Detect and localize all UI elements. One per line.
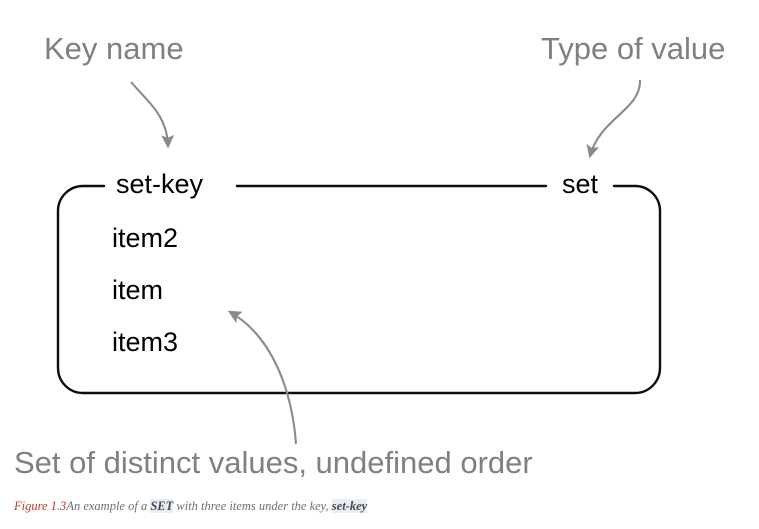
figure-caption-number: Figure 1.3: [14, 499, 67, 513]
list-item: item3: [112, 327, 179, 357]
annotation-label-set-description: Set of distinct values, undefined order: [14, 445, 533, 480]
list-item: item: [112, 275, 164, 305]
figure-caption-code-set: SET: [150, 499, 174, 513]
list-item: item2: [112, 223, 179, 253]
box-outline-path: [56, 184, 662, 395]
curved-arrow-down-icon-type-of-value: [586, 79, 642, 159]
set-container-box: [56, 184, 662, 395]
figure-caption-text-part2: with three items under the key,: [173, 499, 332, 513]
set-type-label: set: [556, 171, 605, 198]
figure-caption-text-part1: An example of a: [66, 499, 151, 513]
curved-arrow-up-left-icon-set-description: [227, 310, 298, 445]
figure-caption-code-set-key: set-key: [331, 499, 368, 513]
set-items-list: item2 item item3: [112, 225, 178, 356]
annotation-label-type-of-value: Type of value: [541, 31, 726, 66]
figure-caption: Figure 1.3An example of a SET with three…: [14, 499, 368, 515]
annotation-label-key-name: Key name: [44, 31, 184, 66]
set-key-name-label: set-key: [110, 171, 210, 198]
curved-arrow-down-icon-key-name: [130, 81, 175, 149]
